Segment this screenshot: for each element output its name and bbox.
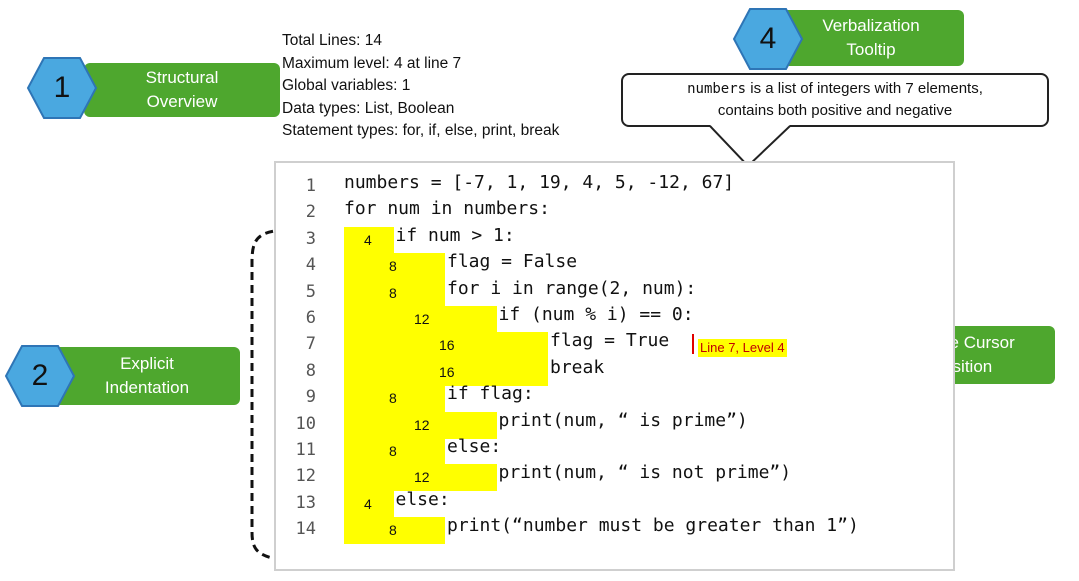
line-number: 13 xyxy=(295,492,316,513)
line-number: 9 xyxy=(305,387,316,408)
indent-count: 8 xyxy=(389,522,397,539)
indent-count: 12 xyxy=(414,469,430,486)
indent-highlight xyxy=(344,490,394,518)
indent-highlight xyxy=(344,226,394,254)
line-number: 1 xyxy=(305,176,316,196)
stat-data-types: Data types: List, Boolean xyxy=(282,99,455,117)
code-line[interactable]: print(num, “ is prime”) xyxy=(498,409,748,431)
tooltip-line-2: contains both positive and negative xyxy=(717,102,953,119)
indent-count: 8 xyxy=(389,443,397,459)
code-line[interactable]: else: xyxy=(447,436,502,457)
line-number: 6 xyxy=(305,308,316,328)
hexagon-number-icon: 1 xyxy=(26,55,98,121)
indent-count: 16 xyxy=(439,337,455,354)
stat-max-level: Maximum level: 4 at line 7 xyxy=(282,54,462,72)
verbalization-tooltip: numbers is a list of integers with 7 ele… xyxy=(621,73,1049,127)
code-line[interactable]: else: xyxy=(395,488,450,510)
line-number: 7 xyxy=(305,334,316,355)
code-line[interactable]: print(num, “ is not prime”) xyxy=(498,462,792,484)
text-cursor xyxy=(692,334,694,355)
indent-highlight xyxy=(344,358,548,386)
indent-highlight xyxy=(344,306,497,333)
code-line[interactable]: flag = False xyxy=(447,251,578,273)
line-number: 8 xyxy=(305,360,316,381)
code-line[interactable]: break xyxy=(550,356,605,378)
hexagon-number-icon: 4 xyxy=(732,6,804,72)
line-number: 2 xyxy=(305,202,316,223)
stat-statement-types: Statement types: for, if, else, print, b… xyxy=(282,122,560,139)
code-line[interactable]: for num in numbers: xyxy=(344,198,550,220)
badge-label: Structural Overview xyxy=(84,63,280,117)
hexagon-number-icon: 2 xyxy=(4,343,76,409)
line-number: 10 xyxy=(295,413,316,434)
structural-overview-stats: Total Lines: 14 Maximum level: 4 at line… xyxy=(282,30,559,143)
indent-highlight xyxy=(344,385,445,413)
indent-highlight xyxy=(344,438,445,465)
stat-total-lines: Total Lines: 14 xyxy=(282,32,382,49)
indent-count: 8 xyxy=(389,390,397,407)
indent-count: 12 xyxy=(414,416,430,433)
line-number: 3 xyxy=(305,228,316,249)
code-line[interactable]: if flag: xyxy=(447,383,534,405)
badge-label: Explicit Indentation xyxy=(54,347,240,405)
stat-global-vars: Global variables: 1 xyxy=(282,77,411,94)
line-number: 14 xyxy=(295,519,316,540)
indent-highlight xyxy=(344,411,497,439)
code-line[interactable]: print(“number must be greater than 1”) xyxy=(447,515,859,537)
line-number: 4 xyxy=(305,255,316,276)
code-line[interactable]: numbers = [-7, 1, 19, 4, 5, -12, 67] xyxy=(344,172,735,193)
indent-count: 8 xyxy=(389,258,397,275)
indent-highlight xyxy=(344,279,445,307)
indent-highlight xyxy=(344,517,445,545)
code-line[interactable]: if (num % i) == 0: xyxy=(498,304,694,325)
indent-highlight xyxy=(344,464,497,492)
indent-count: 4 xyxy=(364,231,372,248)
indent-count: 4 xyxy=(364,495,372,512)
line-number: 12 xyxy=(295,466,316,487)
indent-highlight xyxy=(344,332,548,360)
indent-count: 8 xyxy=(389,284,397,301)
badge-label: Verbalization Tooltip xyxy=(778,10,964,66)
indent-count: 12 xyxy=(414,311,430,327)
code-line[interactable]: for i in range(2, num): xyxy=(447,277,697,299)
line-number: 11 xyxy=(295,440,316,460)
cursor-position-label: Line 7, Level 4 xyxy=(698,339,787,358)
code-line[interactable]: if num > 1: xyxy=(395,224,515,246)
code-line[interactable]: flag = True xyxy=(550,330,670,352)
line-number: 5 xyxy=(305,281,316,302)
indent-highlight xyxy=(344,253,445,281)
code-editor[interactable]: 1 numbers = [-7, 1, 19, 4, 5, -12, 67] 2 fo… xyxy=(274,161,955,571)
indent-count: 16 xyxy=(439,363,455,380)
tooltip-line-1: numbers is a list of integers with 7 ele… xyxy=(687,80,983,97)
